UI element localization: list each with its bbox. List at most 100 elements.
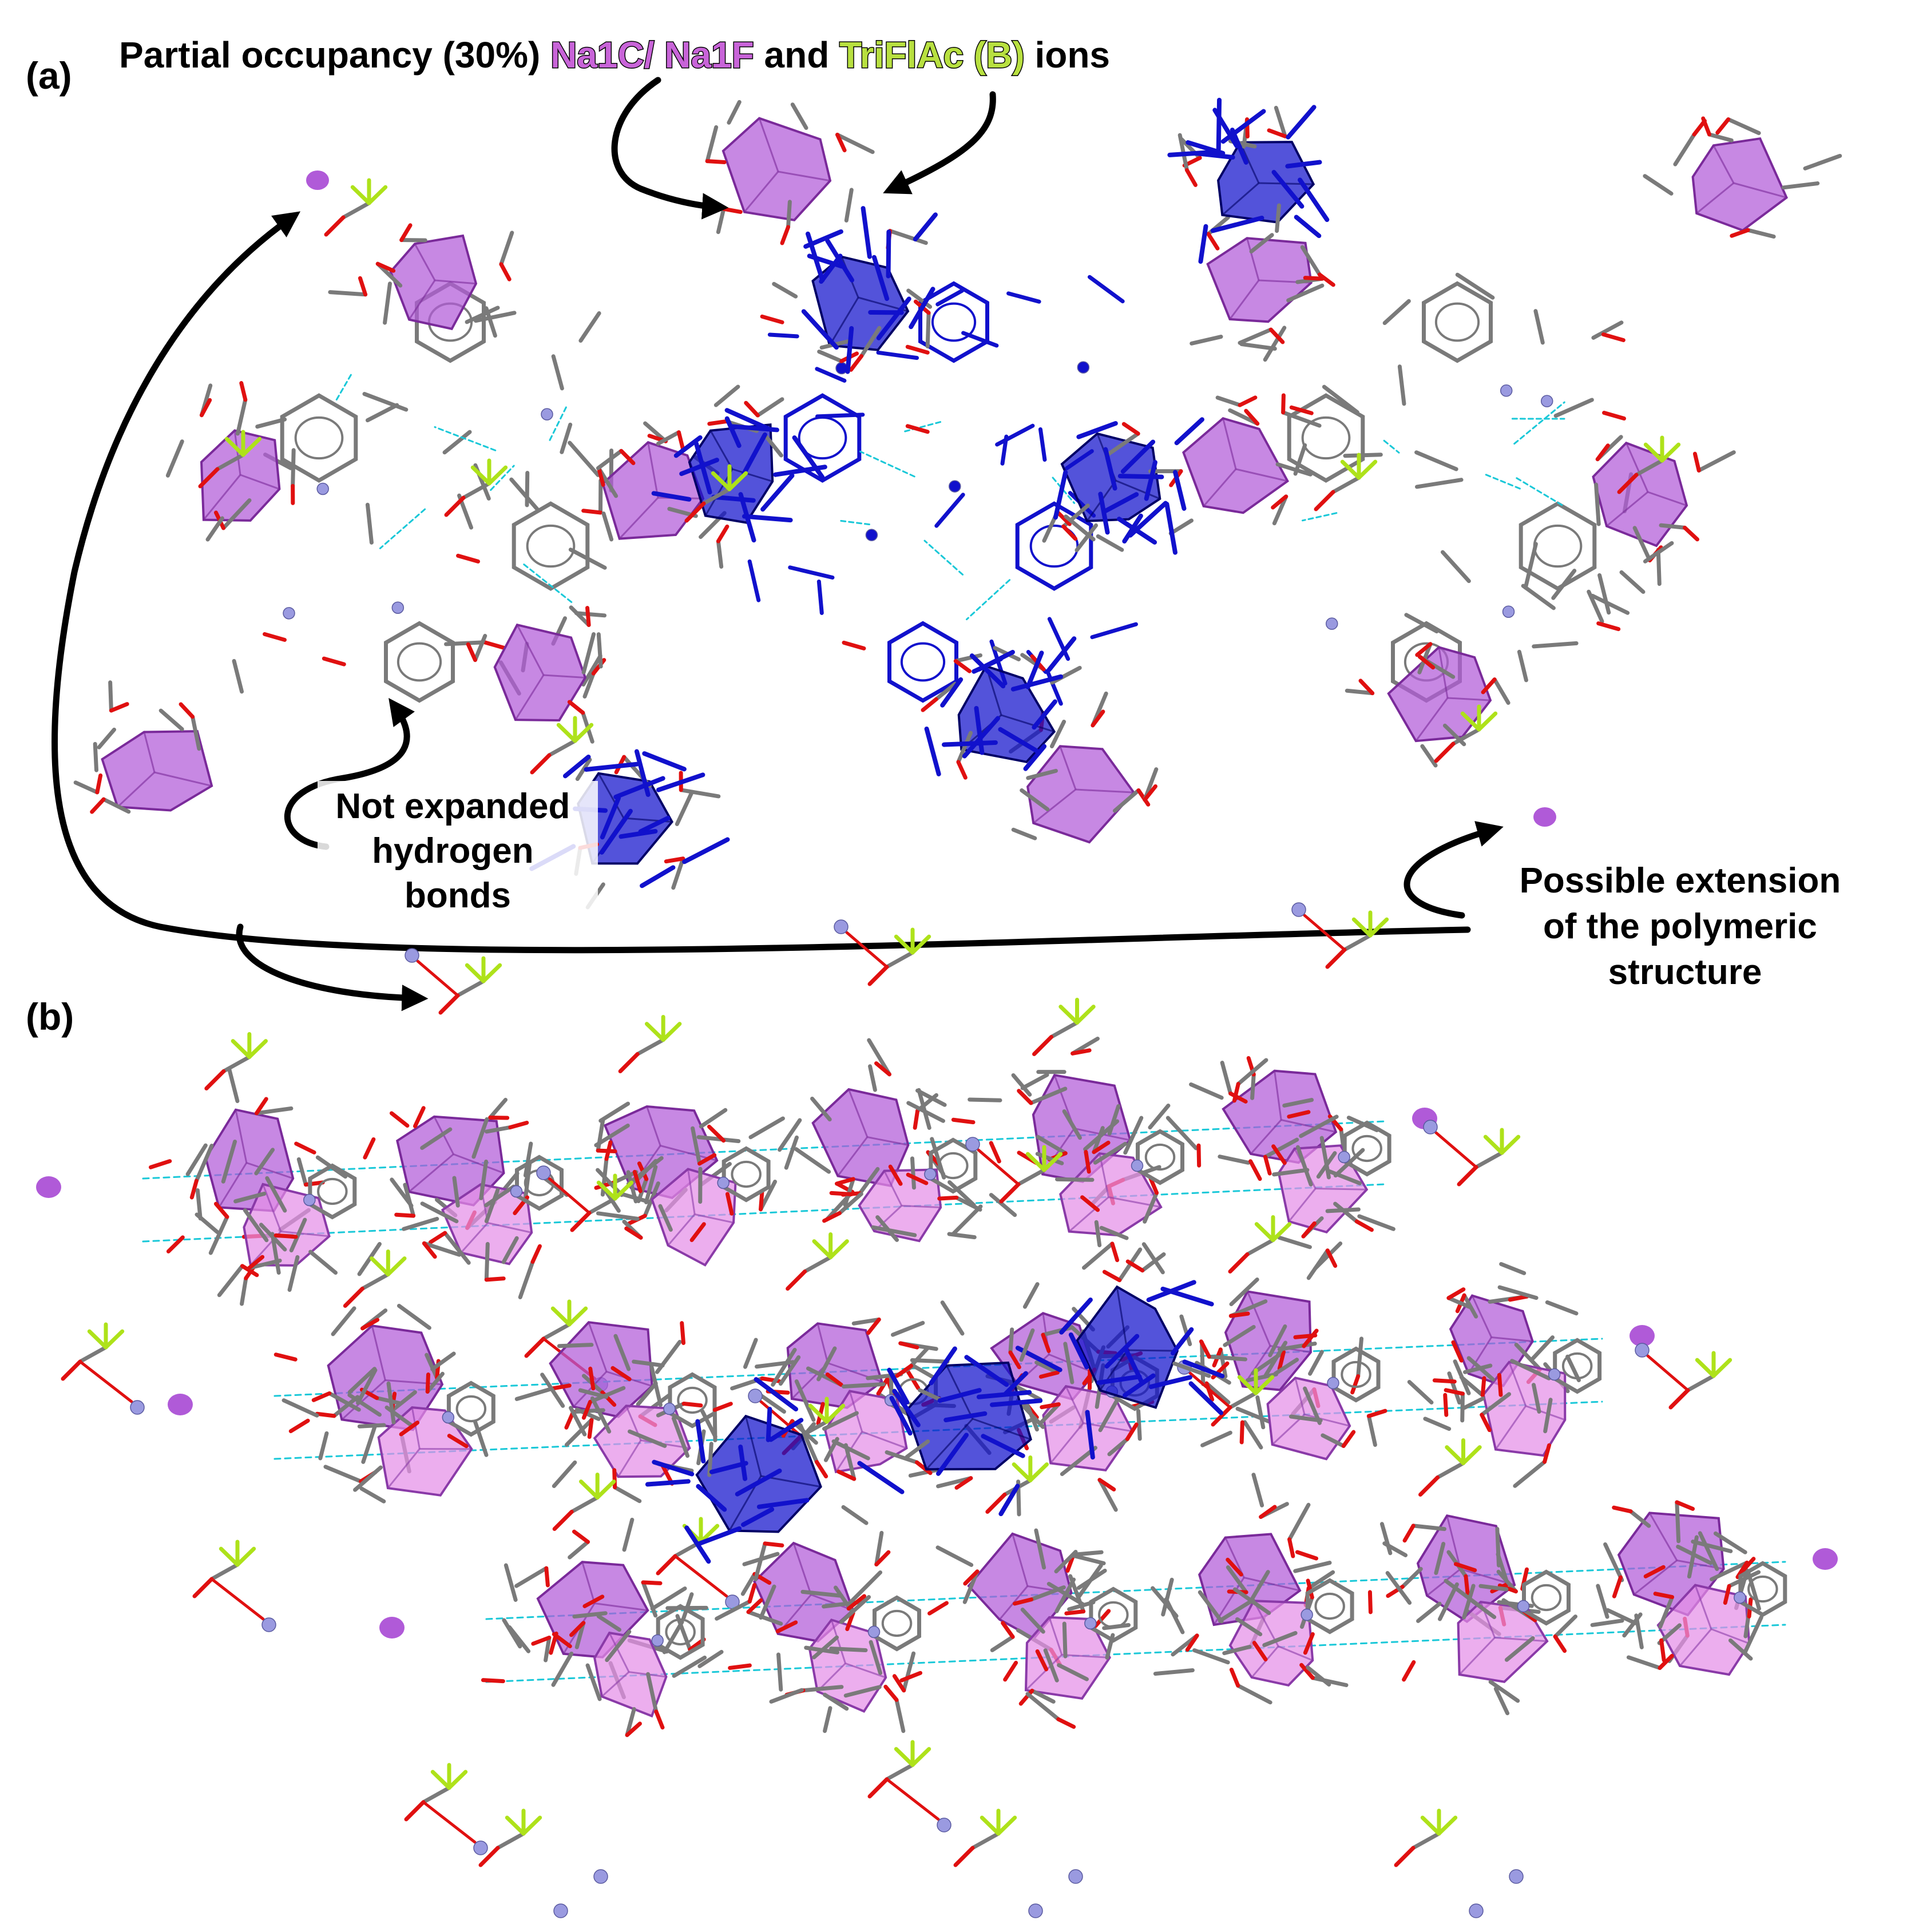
bond-stick	[1160, 1286, 1214, 1307]
bond-stick	[816, 579, 824, 615]
bond-stick	[861, 206, 872, 259]
bond-stick	[1333, 1201, 1359, 1224]
arrow-long-extension	[51, 211, 1471, 954]
benzene-ring-aromatic	[1341, 1360, 1371, 1388]
bond-stick	[871, 1225, 917, 1237]
bond-stick	[466, 642, 477, 662]
bond-stick	[1238, 327, 1273, 345]
bond-stick	[822, 1211, 842, 1223]
coordinated-atom	[593, 1869, 608, 1884]
bond-stick	[778, 1118, 802, 1152]
disordered-sodium-polyhedron-edge	[1127, 1349, 1177, 1352]
fluorine-bond	[1271, 1222, 1292, 1242]
bond-stick	[885, 1450, 919, 1465]
bond-stick	[1325, 1207, 1361, 1213]
bond-stick	[1293, 1333, 1318, 1339]
bond-stick	[1143, 784, 1157, 802]
bond-stick	[989, 1398, 1043, 1407]
bond-stick	[845, 1610, 855, 1632]
bond-stick	[254, 1097, 268, 1116]
triflate-bond	[221, 1055, 252, 1073]
benzene-ring	[1738, 1561, 1787, 1617]
bond-stick	[1020, 1608, 1045, 1634]
bond-stick	[754, 1541, 767, 1581]
sodium-polyhedron-edge	[453, 1153, 505, 1174]
sodium-polyhedron-edge	[1494, 1405, 1527, 1450]
sodium-polyhedron-edge	[1061, 1654, 1110, 1659]
bond-stick	[1148, 1375, 1192, 1389]
sodium-polyhedron-edge	[581, 1561, 596, 1604]
sodium-polyhedron-edge	[830, 1619, 846, 1664]
bond-stick	[568, 1540, 590, 1560]
bond-stick	[1030, 1688, 1056, 1704]
bond-stick	[199, 398, 212, 418]
bond-stick	[924, 727, 941, 776]
bond-stick	[273, 1233, 298, 1239]
arrow-to-triflac-b	[883, 91, 996, 195]
bond-stick	[1200, 1430, 1232, 1447]
bond-stick	[1040, 1402, 1061, 1410]
bond-stick	[927, 1601, 949, 1616]
bond-stick	[1010, 674, 1064, 692]
hydrogen-bond	[1383, 439, 1400, 454]
bond-stick	[596, 1118, 605, 1153]
triflate-bond	[1245, 1238, 1275, 1256]
bond-stick	[707, 1442, 713, 1477]
bond-stick	[1064, 1609, 1086, 1616]
bond-stick	[596, 1168, 624, 1197]
fluorine-bond	[980, 1815, 1001, 1836]
bond-stick	[1271, 170, 1305, 209]
benzene-ring-aromatic	[1531, 1584, 1562, 1612]
benzene-ring-aromatic	[1434, 302, 1480, 342]
bond-stick	[697, 1153, 717, 1166]
oxygen-bond	[867, 1777, 889, 1799]
bond-stick	[1165, 1116, 1198, 1151]
sodium-polyhedron-edge	[1083, 1422, 1133, 1433]
bond-stick	[1446, 1287, 1466, 1300]
sodium-polyhedron-edge	[1050, 1422, 1084, 1464]
bond-stick	[1229, 1278, 1259, 1307]
bond-stick	[1707, 132, 1734, 142]
triflate-bond	[495, 1831, 526, 1850]
bond-stick	[1493, 1687, 1510, 1716]
bond-stick	[915, 1460, 933, 1475]
bond-stick	[399, 223, 413, 243]
oxygen-bond	[953, 1846, 975, 1867]
bond-stick	[1038, 1402, 1061, 1426]
benzene-ring	[1015, 501, 1093, 591]
bond-stick	[801, 309, 839, 350]
bond-stick	[1255, 1395, 1266, 1430]
bond-stick	[1011, 1073, 1032, 1097]
bond-stick	[610, 1366, 632, 1382]
bond-stick	[575, 757, 592, 781]
bond-stick	[1226, 1557, 1243, 1577]
bond-stick	[876, 350, 919, 360]
nitrogen-atom	[651, 1634, 664, 1647]
bond-stick	[590, 1396, 612, 1434]
bond-stick	[1246, 1372, 1278, 1383]
na-o-bond	[1646, 1354, 1690, 1392]
oxygen-bond	[404, 1800, 426, 1822]
bond-stick	[363, 1137, 376, 1160]
bond-stick	[925, 311, 931, 348]
bond-stick	[294, 1141, 316, 1155]
bond-stick	[1075, 523, 1099, 553]
sodium-polyhedron-edge	[1288, 1188, 1317, 1222]
fluorine-bond	[595, 1479, 616, 1499]
bond-stick	[1104, 1334, 1140, 1369]
carbonyl-bond	[263, 632, 287, 642]
bond-stick	[93, 741, 99, 772]
bond-stick	[1742, 1615, 1763, 1655]
sodium-polyhedron-edge	[233, 430, 241, 475]
bond-stick	[1026, 768, 1058, 780]
sodium-polyhedron-edge	[1679, 1628, 1712, 1667]
nitrogen-atom	[391, 601, 405, 614]
bond-stick	[1110, 1241, 1120, 1263]
bond-stick	[1308, 1350, 1324, 1376]
triflate-bond	[461, 481, 491, 500]
sodium-polyhedron-edge	[694, 1213, 734, 1224]
bond-stick	[1080, 1195, 1100, 1212]
bond-stick	[1071, 1553, 1106, 1565]
sodium-polyhedron-edge	[1033, 788, 1076, 824]
bond-stick	[784, 1135, 799, 1170]
